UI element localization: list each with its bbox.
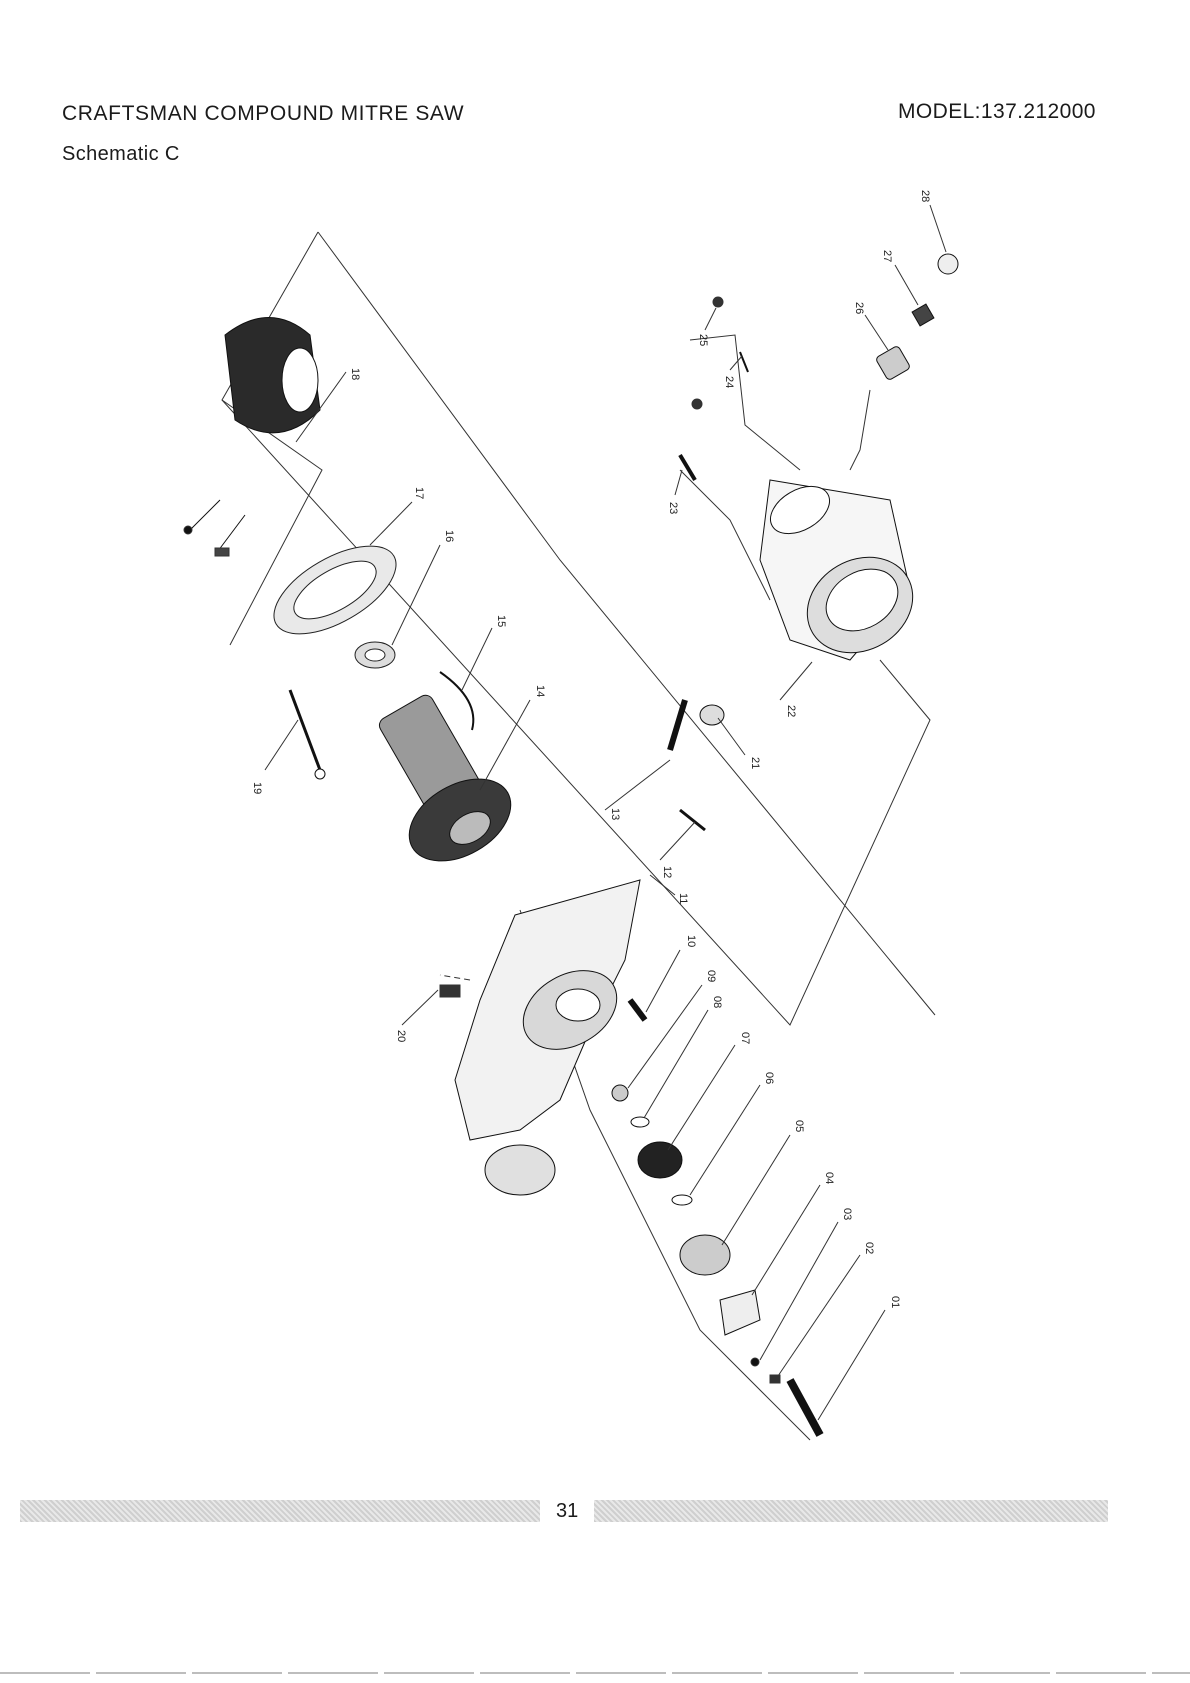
leader-17 bbox=[370, 502, 412, 545]
envelope-line-upper-right bbox=[690, 335, 800, 470]
spring-10 bbox=[630, 1000, 645, 1020]
leader-02 bbox=[778, 1255, 860, 1376]
page-number: 31 bbox=[556, 1500, 578, 1523]
part-label-14: 14 bbox=[534, 685, 546, 697]
part-label-04: 04 bbox=[823, 1172, 835, 1184]
leader-19 bbox=[265, 720, 298, 770]
leader-09 bbox=[628, 985, 702, 1088]
plate-04 bbox=[720, 1290, 760, 1335]
collar-09 bbox=[612, 1085, 628, 1101]
part-label-05: 05 bbox=[793, 1120, 805, 1132]
leader-21 bbox=[718, 718, 745, 755]
leader-03 bbox=[760, 1222, 838, 1360]
leader-23 bbox=[675, 470, 682, 495]
axis-line-housing bbox=[680, 470, 770, 600]
part-label-26: 26 bbox=[853, 302, 865, 314]
part-label-27: 27 bbox=[881, 250, 893, 262]
pin-12 bbox=[680, 810, 705, 830]
part-label-25: 25 bbox=[697, 334, 709, 346]
leader-27 bbox=[895, 265, 918, 305]
part-label-16: 16 bbox=[443, 530, 455, 542]
screw-head-19 bbox=[315, 769, 325, 779]
leader-25 bbox=[705, 308, 716, 330]
part-label-20: 20 bbox=[395, 1030, 407, 1042]
leader-06 bbox=[690, 1085, 760, 1195]
part-label-21: 21 bbox=[749, 757, 761, 769]
leader-28 bbox=[930, 205, 946, 252]
part-label-18: 18 bbox=[349, 368, 361, 380]
key-02 bbox=[770, 1375, 780, 1383]
part-label-15: 15 bbox=[495, 615, 507, 627]
brush-holder-26 bbox=[875, 345, 911, 381]
gear-07 bbox=[638, 1142, 682, 1178]
part-label-13: 13 bbox=[609, 808, 621, 820]
part-label-01: 01 bbox=[889, 1296, 901, 1308]
screw-19 bbox=[290, 690, 320, 770]
envelope-line-brush bbox=[850, 390, 870, 470]
part-label-24: 24 bbox=[723, 376, 735, 388]
leader-10 bbox=[646, 950, 680, 1012]
cap-25-lower bbox=[692, 399, 702, 409]
screw-23 bbox=[680, 455, 695, 480]
armature-14 bbox=[377, 692, 526, 877]
part-label-22: 22 bbox=[785, 705, 797, 717]
part-label-28: 28 bbox=[919, 190, 931, 202]
part-label-12: 12 bbox=[661, 866, 673, 878]
part-label-09: 09 bbox=[705, 970, 717, 982]
leader-26 bbox=[865, 315, 888, 350]
leader-04 bbox=[752, 1185, 820, 1295]
spring-24 bbox=[740, 352, 748, 372]
bearing-16 bbox=[355, 642, 395, 668]
part-label-02: 02 bbox=[863, 1242, 875, 1254]
gear-housing bbox=[440, 880, 640, 1195]
leader-05 bbox=[722, 1135, 790, 1245]
leader-13 bbox=[605, 760, 670, 810]
bearing-05 bbox=[680, 1235, 730, 1275]
part-label-06: 06 bbox=[763, 1072, 775, 1084]
carbon-brush-27 bbox=[912, 304, 934, 326]
footer-bar-right bbox=[594, 1500, 1108, 1522]
footer-bar-left bbox=[20, 1500, 540, 1522]
part-label-11: 11 bbox=[677, 893, 689, 904]
leader-12 bbox=[660, 822, 695, 860]
part-label-07: 07 bbox=[739, 1032, 751, 1044]
leader-24 bbox=[730, 356, 742, 370]
part-label-08: 08 bbox=[711, 996, 723, 1008]
part-label-19: 19 bbox=[251, 782, 263, 794]
part-label-23: 23 bbox=[667, 502, 679, 514]
leader-22 bbox=[780, 662, 812, 700]
ring-06 bbox=[672, 1195, 692, 1205]
brush-cap-28 bbox=[938, 254, 958, 274]
dash-line-20 bbox=[440, 975, 470, 980]
leader-01 bbox=[818, 1310, 885, 1420]
leader-14 bbox=[480, 700, 530, 790]
motor-housing-22 bbox=[760, 477, 930, 672]
motor-frame-17 bbox=[260, 528, 410, 651]
washer-08 bbox=[631, 1117, 649, 1127]
switch-20 bbox=[440, 985, 460, 997]
spindle-lock-13 bbox=[670, 700, 685, 750]
leader-20 bbox=[402, 990, 438, 1025]
part-label-17: 17 bbox=[413, 487, 425, 499]
spindle-01 bbox=[790, 1380, 820, 1435]
screw-03 bbox=[751, 1358, 759, 1366]
part-label-10: 10 bbox=[685, 935, 697, 947]
part-label-03: 03 bbox=[841, 1208, 853, 1220]
cap-25 bbox=[713, 297, 723, 307]
bottom-rule bbox=[0, 1672, 1190, 1674]
